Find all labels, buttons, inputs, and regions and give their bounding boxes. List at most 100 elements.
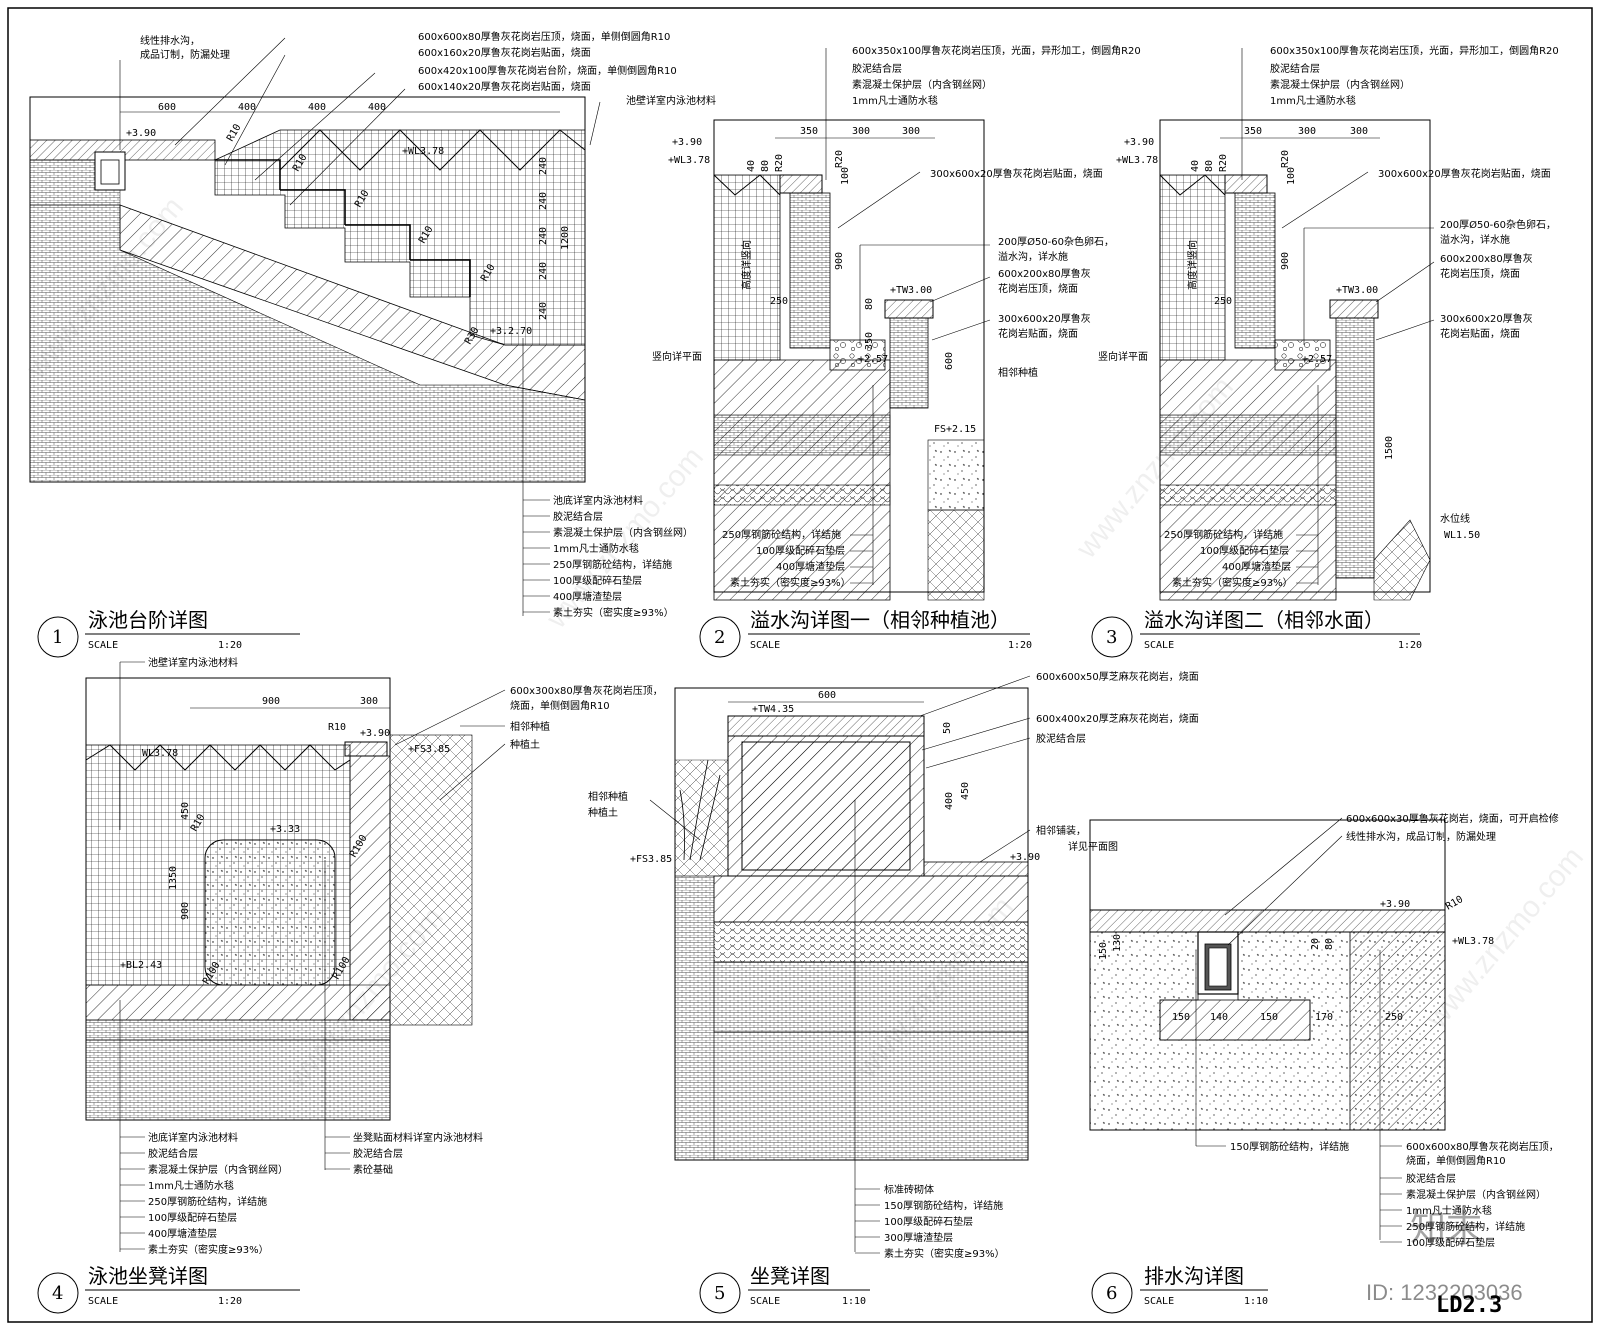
scale-label: SCALE bbox=[88, 1296, 118, 1307]
dim-label: 130 bbox=[1112, 934, 1123, 952]
elevation-mark: +3.90 bbox=[126, 128, 156, 139]
dim-label: 300 bbox=[1350, 126, 1368, 137]
layer-label: 100厚级配碎石垫层 bbox=[148, 1211, 237, 1224]
dim-label: 600 bbox=[944, 352, 955, 370]
detail-number: 2 bbox=[714, 627, 725, 648]
detail-2-overflow-planter: 350 300 300 250 900 100 80 350 600 40 80… bbox=[652, 44, 1141, 658]
elevation-mark: +3.90 bbox=[1380, 899, 1410, 910]
callout-text: 花岗岩压顶，烧面 bbox=[998, 282, 1078, 295]
elevation-mark: WL3.78 bbox=[142, 748, 178, 759]
scale-label: SCALE bbox=[88, 640, 118, 651]
callout-text: 600x420x100厚鲁灰花岗岩台阶，烧面，单侧倒圆角R10 bbox=[418, 64, 677, 77]
callout-text: 相邻种植 bbox=[510, 720, 550, 733]
layer-label: 100厚级配碎石垫层 bbox=[1200, 544, 1289, 557]
dim-label: 350 bbox=[1244, 126, 1262, 137]
radius-mark: R10 bbox=[328, 722, 346, 733]
dim-label: 170 bbox=[1315, 1012, 1333, 1023]
dim-label: 900 bbox=[262, 696, 280, 707]
dim-label: 400 bbox=[944, 792, 955, 810]
dim-label: 450 bbox=[960, 782, 971, 800]
radius-mark: R20 bbox=[834, 150, 845, 168]
layer-label: 烧面，单侧倒圆角R10 bbox=[1406, 1154, 1506, 1167]
dim-label: 900 bbox=[1280, 252, 1291, 270]
elevation-mark: +FS3.85 bbox=[408, 744, 450, 755]
dim-label: 300 bbox=[852, 126, 870, 137]
dim-label: 350 bbox=[800, 126, 818, 137]
callout-text: 600x350x100厚鲁灰花岗岩压顶，光面，异形加工，倒圆角R20 bbox=[1270, 44, 1559, 57]
side-label: 竖向详平面 bbox=[652, 350, 702, 363]
layer-label: 1mm凡士通防水毯 bbox=[1406, 1204, 1492, 1217]
detail-number: 3 bbox=[1106, 627, 1117, 648]
dim-label: 450 bbox=[180, 802, 191, 820]
dim-label: 1500 bbox=[1384, 436, 1395, 460]
layer-label: 150厚钢筋砼结构，详结施 bbox=[1230, 1140, 1349, 1153]
detail-4-pool-bench: 900 300 450 1350 900 R10 R100 R100 R100 … bbox=[37, 656, 663, 1314]
layer-label: 1mm凡士通防水毯 bbox=[148, 1179, 234, 1192]
elevation-mark: +3.2.70 bbox=[490, 326, 532, 337]
dim-label: 250 bbox=[770, 296, 788, 307]
callout-text: 600x160x20厚鲁灰花岗岩贴面，烧面 bbox=[418, 46, 591, 59]
dim-label: 20 bbox=[1310, 938, 1321, 950]
layer-list: 600x600x80厚鲁灰花岗岩压顶， 烧面，单侧倒圆角R10 胶泥结合层 素混… bbox=[1380, 1140, 1559, 1249]
detail-number: 6 bbox=[1106, 1283, 1117, 1304]
callout-text: 200厚Ø50-60杂色卵石， bbox=[1440, 218, 1556, 231]
callout-text: 600x600x50厚芝麻灰花岗岩，烧面 bbox=[1036, 670, 1199, 683]
radius-mark: R10 bbox=[225, 122, 244, 143]
callout-text: 600x600x80厚鲁灰花岗岩压顶，烧面，单侧倒圆角R10 bbox=[418, 30, 670, 43]
dim-label: 240 bbox=[538, 227, 549, 245]
scale-value: 1:20 bbox=[218, 640, 242, 651]
callout-text: 600x350x100厚鲁灰花岗岩压顶，光面，异形加工，倒圆角R20 bbox=[852, 44, 1141, 57]
callout-text: 花岗岩贴面，烧面 bbox=[998, 327, 1078, 340]
layer-label: 250厚钢筋砼结构，详结施 bbox=[722, 528, 841, 541]
dim-label: 40 bbox=[1190, 160, 1201, 172]
radius-mark: R20 bbox=[774, 154, 785, 172]
elevation-mark: +WL3.78 bbox=[1116, 155, 1158, 166]
dim-label: 350 bbox=[864, 332, 875, 350]
sheet-border bbox=[7, 7, 1593, 1323]
dim-label: 240 bbox=[538, 302, 549, 320]
layer-label: 素土夯实（密实度≥93%） bbox=[884, 1247, 1005, 1260]
layer-label: 250厚钢筋砼结构，详结施 bbox=[148, 1195, 267, 1208]
scale-label: SCALE bbox=[750, 640, 780, 651]
layer-label: 400厚塘渣垫层 bbox=[553, 590, 622, 603]
scale-label: SCALE bbox=[1144, 1296, 1174, 1307]
layer-label: 400厚塘渣垫层 bbox=[776, 560, 845, 573]
image-id: ID: 1232203036 bbox=[1366, 1280, 1523, 1305]
dim-label: 150 bbox=[1172, 1012, 1190, 1023]
dim-label: 1200 bbox=[560, 226, 571, 250]
layer-label: 素土夯实（密实度≥93%） bbox=[730, 576, 851, 589]
callout-text: 池壁详室内泳池材料 bbox=[626, 94, 716, 107]
side-label: 竖向详平面 bbox=[1098, 350, 1148, 363]
scale-value: 1:20 bbox=[1398, 640, 1422, 651]
detail-number: 5 bbox=[714, 1283, 725, 1304]
dim-label: 600 bbox=[818, 690, 836, 701]
scale-value: 1:20 bbox=[1008, 640, 1032, 651]
dim-label: 80 bbox=[1204, 160, 1215, 172]
brand-logo: 知末 bbox=[1410, 1207, 1482, 1248]
dim-label: 50 bbox=[942, 722, 953, 734]
elevation-mark: +TW3.00 bbox=[1336, 285, 1378, 296]
callout-text: 胶泥结合层 bbox=[1036, 732, 1086, 745]
dim-label: 900 bbox=[180, 902, 191, 920]
callout-text: 详见平面图 bbox=[1068, 840, 1118, 853]
callout-text: 600x300x80厚鲁灰花岗岩压顶， bbox=[510, 684, 663, 697]
scale-value: 1:20 bbox=[218, 1296, 242, 1307]
scale-label: SCALE bbox=[750, 1296, 780, 1307]
elevation-mark: +3.90 bbox=[1124, 137, 1154, 148]
callout-text: 溢水沟，详水施 bbox=[998, 250, 1068, 263]
elevation-mark: +FS3.85 bbox=[630, 854, 672, 865]
layer-list: 250厚钢筋砼结构，详结施 100厚级配碎石垫层 400厚塘渣垫层 素土夯实（密… bbox=[1164, 528, 1318, 589]
dim-label: 240 bbox=[538, 157, 549, 175]
sheet-number: LD2.3 bbox=[1436, 1293, 1502, 1318]
dim-label: 150 bbox=[1098, 942, 1109, 960]
layer-label: 400厚塘渣垫层 bbox=[1222, 560, 1291, 573]
dim-label: 400 bbox=[308, 102, 326, 113]
dim-label: 80 bbox=[1324, 938, 1335, 950]
radius-mark: R10 bbox=[1444, 894, 1465, 913]
elevation-mark: +3.90 bbox=[1010, 852, 1040, 863]
layer-label: 250厚钢筋砼结构，详结施 bbox=[1406, 1220, 1525, 1233]
layer-list: 250厚钢筋砼结构，详结施 100厚级配碎石垫层 400厚塘渣垫层 素土夯实（密… bbox=[722, 528, 873, 589]
elevation-mark: +3.90 bbox=[672, 137, 702, 148]
elevation-mark: WL1.50 bbox=[1444, 530, 1480, 541]
layer-label: 素土夯实（密实度≥93%） bbox=[1172, 576, 1293, 589]
